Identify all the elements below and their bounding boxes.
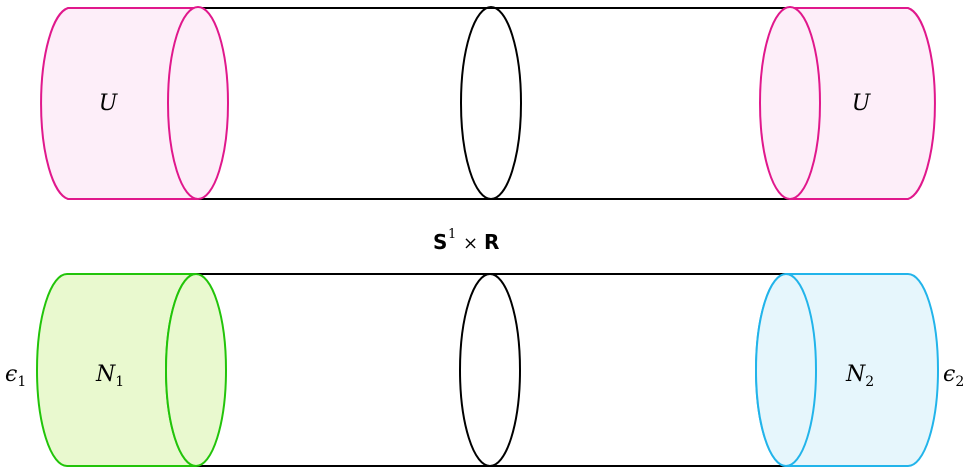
bottom-left-cap: N1 [36,273,227,467]
top-right-cap-end-ellipse [759,6,821,200]
epsilon1-label: ϵ1 [5,362,26,390]
s1-exponent: 1 [448,227,456,242]
top-left-u-label: U [99,91,119,116]
n1-label: N1 [95,362,124,390]
bottom-middle-ellipse [459,273,521,467]
top-left-cap: U [40,6,229,200]
top-cylinder: U U [40,6,936,200]
bottom-right-cap-end-ellipse [755,273,817,467]
bottom-right-cap: N2 [755,273,939,467]
n2-label: N2 [845,362,874,390]
top-middle-ellipse [460,6,522,200]
r-symbol: R [484,230,499,254]
s1-times-r-label: S 1 × R [433,227,499,254]
s1-symbol: S [433,230,447,254]
bottom-left-cap-end-ellipse [165,273,227,467]
epsilon2-label: ϵ2 [943,362,964,390]
bottom-cylinder: N1 N2 ϵ1 ϵ2 [5,273,964,467]
times-symbol: × [463,233,478,254]
top-right-cap: U [759,6,936,200]
top-right-u-label: U [852,91,872,116]
top-left-cap-end-ellipse [167,6,229,200]
